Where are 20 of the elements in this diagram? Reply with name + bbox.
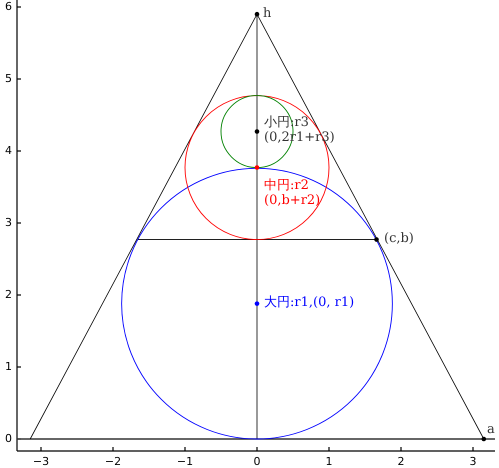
tick-label: 0: [5, 433, 12, 444]
tick-label: 2: [398, 456, 404, 467]
point-label: a: [487, 423, 495, 436]
tick-label: 2: [5, 289, 12, 300]
tick-label: 1: [5, 361, 12, 372]
coordinate-label: (0,b+r2): [264, 194, 320, 207]
tick-label: 4: [5, 145, 12, 156]
tick-label: −1: [176, 456, 194, 467]
circle-label: 大円:r1,(0, r1): [264, 296, 354, 309]
tick-label: 1: [326, 456, 332, 467]
point-label: h: [263, 7, 272, 20]
circle-label: 中円:r2: [264, 179, 309, 192]
tick-label: −2: [104, 456, 122, 467]
tick-label: −3: [32, 456, 50, 467]
point-label: (c,b): [384, 232, 414, 245]
tick-label: 5: [5, 73, 12, 84]
tick-label: 6: [5, 1, 12, 12]
tick-label: 0: [254, 456, 260, 467]
tick-label: 3: [470, 456, 476, 467]
tick-label: 3: [5, 217, 12, 228]
